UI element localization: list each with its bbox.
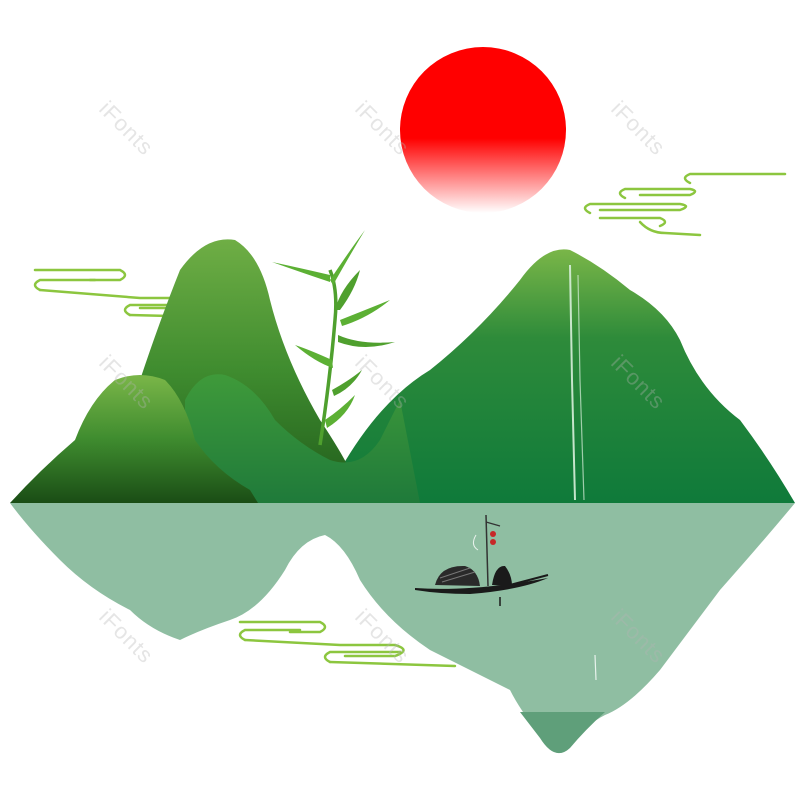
lantern-icon [490, 531, 496, 537]
lake-reflection [10, 503, 795, 751]
auspicious-cloud-icon [583, 172, 787, 237]
red-sun-icon [400, 47, 566, 213]
front-left-mountain [10, 375, 258, 503]
middle-mountain [185, 374, 420, 503]
lantern-icon [490, 539, 496, 545]
auspicious-cloud-icon [238, 620, 457, 668]
bamboo-icon [272, 230, 395, 446]
waterfall [569, 264, 576, 501]
reflection-shadow [520, 712, 605, 754]
fishing-boat-icon [415, 514, 549, 606]
right-mountain [340, 249, 795, 503]
